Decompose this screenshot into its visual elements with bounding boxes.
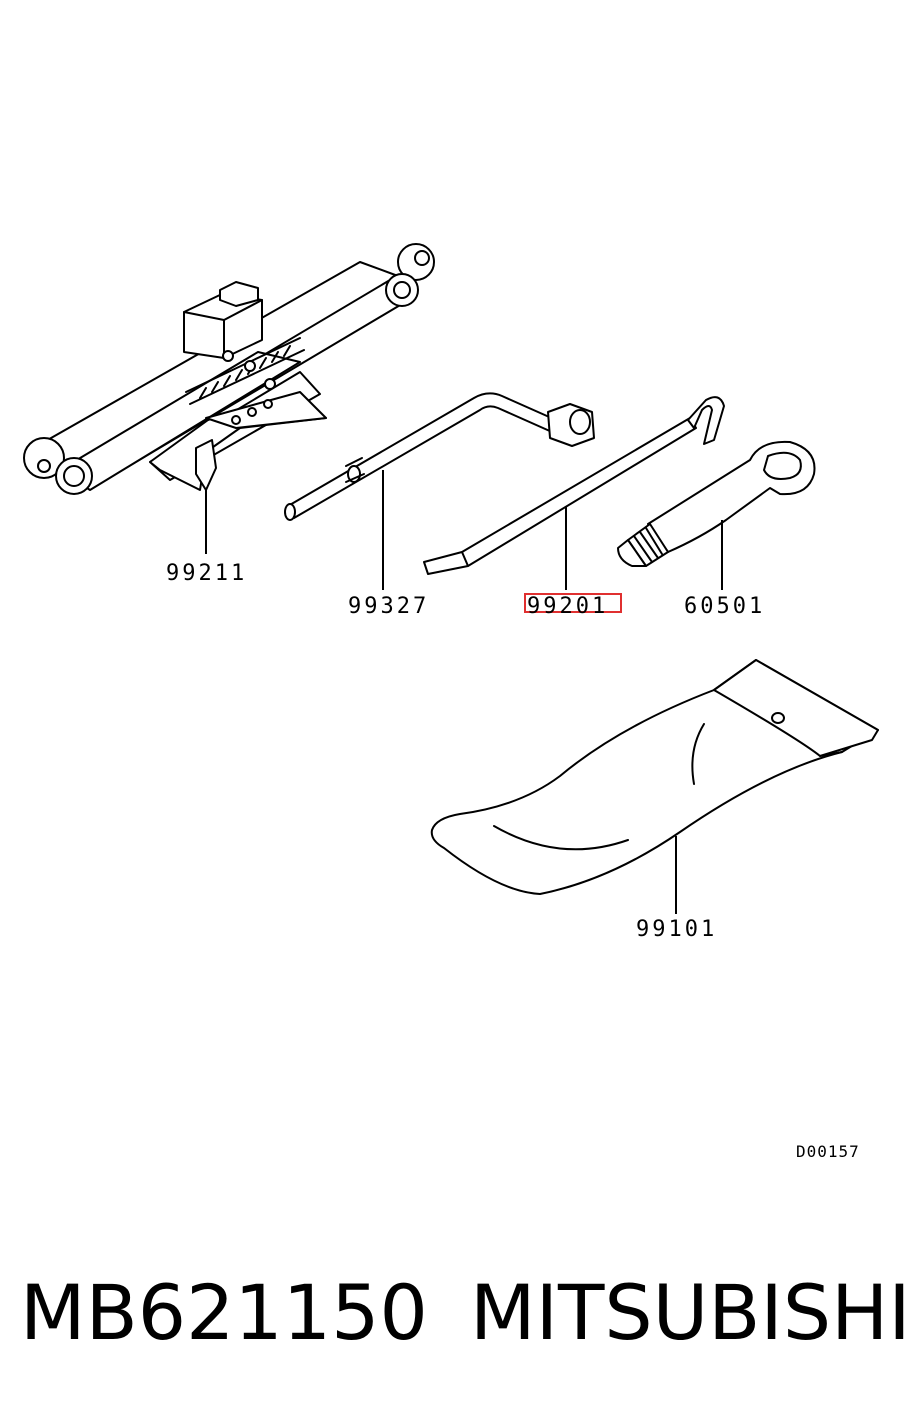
wheel-nut-wrench-drawing — [617, 440, 816, 567]
callout-jack-lever[interactable]: 99201 — [527, 594, 608, 619]
brand-name: MITSUBISHI — [470, 1268, 909, 1357]
tool-bag-drawing — [430, 659, 879, 895]
part-number: MB621150 — [20, 1268, 428, 1357]
callout-wheel-nut-wrench[interactable]: 60501 — [684, 594, 765, 619]
jack-lever-drawing — [423, 396, 725, 575]
callout-tool-bag[interactable]: 99101 — [636, 917, 717, 942]
callout-jack[interactable]: 99211 — [166, 561, 247, 586]
highlight-box — [524, 593, 622, 613]
callout-jack-handle[interactable]: 99327 — [348, 594, 429, 619]
jack-handle-drawing — [284, 392, 595, 521]
diagram-code: D00157 — [796, 1142, 860, 1161]
scissor-jack-drawing — [23, 243, 435, 495]
